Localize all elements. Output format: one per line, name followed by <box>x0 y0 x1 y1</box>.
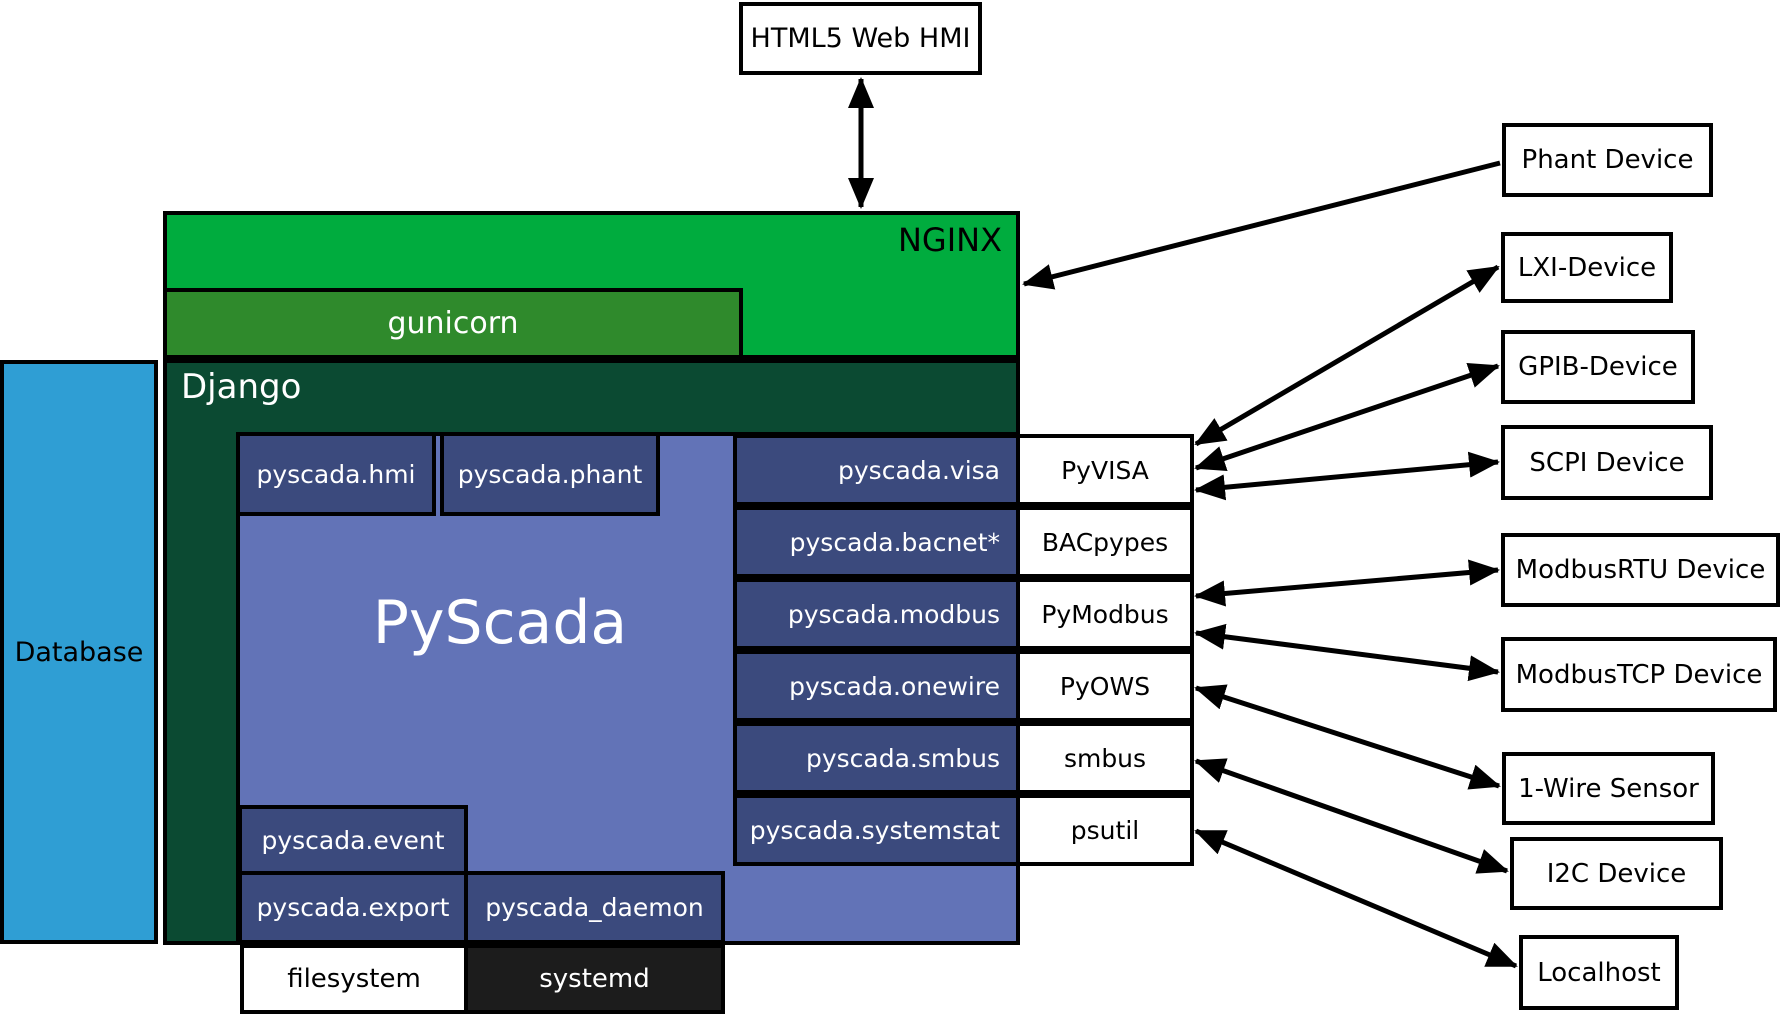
arrow-pymodbus-modbusrtu <box>1194 559 1500 607</box>
psutil-label: psutil <box>1070 815 1140 845</box>
phant-device-label: Phant Device <box>1521 145 1694 175</box>
database-label: Database <box>14 636 144 668</box>
module-box-pyscada-visa: pyscada.visa <box>733 434 1020 506</box>
filesystem-label: filesystem <box>287 964 421 994</box>
pyows-label: PyOWS <box>1059 671 1151 701</box>
pyvisa-label: PyVISA <box>1061 455 1149 485</box>
pyscada-phant-label: pyscada.phant <box>457 459 643 489</box>
pymodbus-label: PyModbus <box>1041 599 1169 629</box>
arrow-pyvisa-scpi <box>1194 451 1500 501</box>
pyscada-modbus-label: pyscada.modbus <box>787 599 1000 629</box>
arrow-smbus-i2c <box>1194 758 1509 874</box>
module-box-pyscada-smbus: pyscada.smbus <box>733 722 1020 794</box>
device-box-gpib: GPIB-Device <box>1501 330 1695 404</box>
module-box-pyscada-hmi: pyscada.hmi <box>236 432 436 516</box>
pyscada-smbus-label: pyscada.smbus <box>805 743 1000 773</box>
systemd-box: systemd <box>464 944 725 1014</box>
bacpypes-label: BACpypes <box>1041 527 1169 557</box>
django-label: Django <box>181 367 302 407</box>
pyscada-label: PyScada <box>372 588 628 658</box>
pyscada-hmi-label: pyscada.hmi <box>256 459 416 489</box>
arrow-pyvisa-gpib <box>1194 362 1500 472</box>
library-box-smbus: smbus <box>1016 722 1194 794</box>
modbusrtu-device-label: ModbusRTU Device <box>1515 555 1766 585</box>
pyscada-onewire-label: pyscada.onewire <box>789 671 1000 701</box>
database-box: Database <box>0 360 158 944</box>
device-box-1wire: 1-Wire Sensor <box>1502 752 1715 825</box>
module-box-pyscada-systemstat: pyscada.systemstat <box>733 794 1020 866</box>
pyscada-daemon-label: pyscada_daemon <box>485 893 704 922</box>
gpib-device-label: GPIB-Device <box>1518 352 1678 382</box>
arrow-pyvisa-lxi <box>1194 264 1500 447</box>
device-box-lxi: LXI-Device <box>1501 232 1673 303</box>
module-box-pyscada-phant: pyscada.phant <box>440 432 660 516</box>
module-box-pyscada-onewire: pyscada.onewire <box>733 650 1020 722</box>
pyscada-export-label: pyscada.export <box>256 893 450 922</box>
pyscada-event-label: pyscada.event <box>261 825 445 855</box>
smbus-label: smbus <box>1063 743 1147 773</box>
device-box-i2c: I2C Device <box>1510 837 1723 910</box>
gunicorn-layer: gunicorn <box>163 288 743 359</box>
1wire-sensor-label: 1-Wire Sensor <box>1518 773 1699 804</box>
pyscada-systemstat-label: pyscada.systemstat <box>749 815 1000 845</box>
modbustcp-device-label: ModbusTCP Device <box>1515 659 1763 690</box>
device-box-modbustcp: ModbusTCP Device <box>1501 637 1777 712</box>
systemd-label: systemd <box>539 964 650 994</box>
i2c-device-label: I2C Device <box>1546 858 1687 889</box>
device-box-localhost: Localhost <box>1519 935 1679 1010</box>
module-box-pyscada-event: pyscada.event <box>238 805 468 875</box>
filesystem-box: filesystem <box>240 944 468 1014</box>
library-box-bacpypes: BACpypes <box>1016 506 1194 578</box>
html5-web-hmi-label: HTML5 Web HMI <box>750 23 971 54</box>
lxi-device-label: LXI-Device <box>1517 252 1657 283</box>
scpi-device-label: SCPI Device <box>1529 447 1685 478</box>
module-box-pyscada-daemon: pyscada_daemon <box>464 871 725 944</box>
device-box-scpi: SCPI Device <box>1501 425 1713 500</box>
pyscada-bacnet-label: pyscada.bacnet* <box>789 527 1000 557</box>
device-box-phant: Phant Device <box>1502 123 1713 197</box>
library-box-pyvisa: PyVISA <box>1016 434 1194 506</box>
arrow-psutil-localhost <box>1194 828 1518 969</box>
arrow-pymodbus-modbustcp <box>1194 623 1500 682</box>
library-box-pyows: PyOWS <box>1016 650 1194 722</box>
device-box-modbusrtu: ModbusRTU Device <box>1501 533 1780 607</box>
gunicorn-label: gunicorn <box>387 306 519 341</box>
arrow-pyows-1wire <box>1194 684 1501 790</box>
pyscada-visa-label: pyscada.visa <box>838 455 1000 485</box>
nginx-label: NGINX <box>897 221 1002 259</box>
module-box-pyscada-export: pyscada.export <box>238 871 468 944</box>
library-box-pymodbus: PyModbus <box>1016 578 1194 650</box>
html5-web-hmi-box: HTML5 Web HMI <box>739 2 982 75</box>
module-box-pyscada-modbus: pyscada.modbus <box>733 578 1020 650</box>
library-box-psutil: psutil <box>1016 794 1194 866</box>
localhost-label: Localhost <box>1537 957 1661 988</box>
module-box-pyscada-bacnet: pyscada.bacnet* <box>733 506 1020 578</box>
arrow-phant-nginx <box>1022 160 1501 290</box>
